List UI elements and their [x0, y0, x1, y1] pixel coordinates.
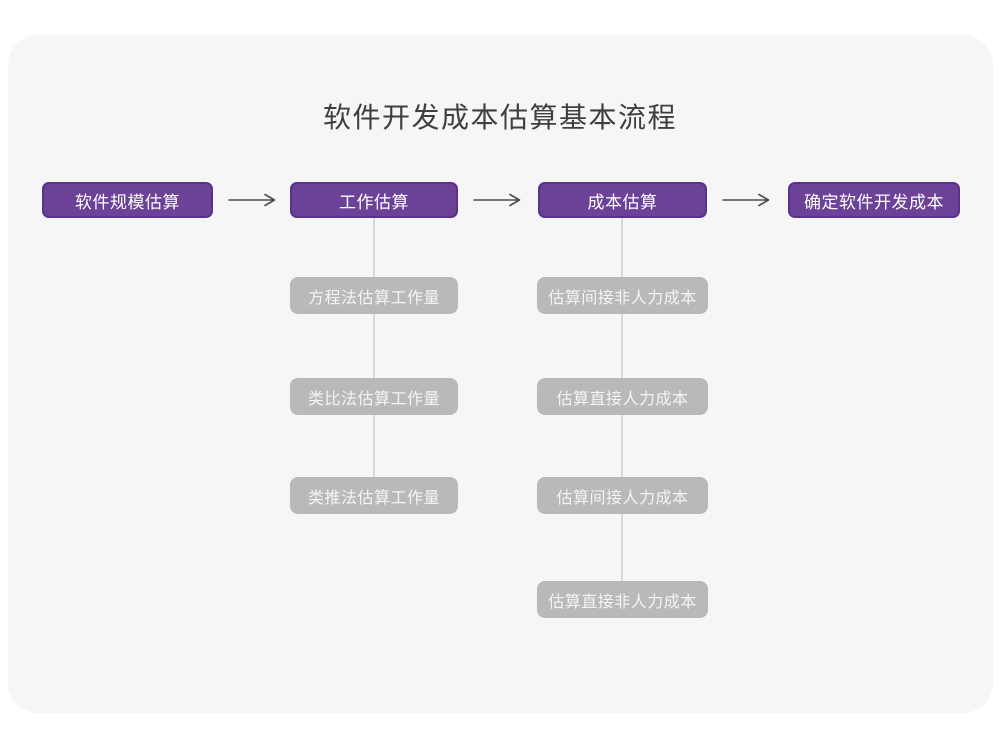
diagram-title: 软件开发成本估算基本流程 — [322, 102, 677, 133]
branch-node-indirect-nonlabor-cost: 估算间接非人力成本 — [537, 277, 708, 314]
branch-node-label: 类比法估算工作量 — [307, 390, 440, 408]
branch-node-extrapolation-method: 类推法估算工作量 — [290, 477, 458, 514]
connector-line-work-branch — [373, 218, 375, 482]
branch-node-analogy-method: 类比法估算工作量 — [290, 378, 458, 415]
branch-node-direct-nonlabor-cost: 估算直接非人力成本 — [537, 581, 708, 618]
flow-arrow-2 — [473, 193, 523, 207]
flow-node-label: 成本估算 — [587, 192, 658, 212]
flow-node-label: 确定软件开发成本 — [804, 192, 944, 212]
flow-arrow-3 — [722, 193, 772, 207]
branch-node-label: 估算间接人力成本 — [556, 489, 689, 507]
flow-node-cost-estimation: 成本估算 — [538, 182, 707, 218]
flow-node-label: 工作估算 — [339, 192, 409, 212]
flow-node-label: 软件规模估算 — [75, 192, 180, 212]
diagram-card-background — [8, 35, 993, 713]
flow-node-determine-development-cost: 确定软件开发成本 — [788, 182, 960, 218]
flow-arrow-1 — [228, 193, 278, 207]
branch-node-label: 方程法估算工作量 — [307, 289, 440, 307]
branch-node-indirect-labor-cost: 估算间接人力成本 — [537, 477, 708, 514]
flow-node-software-scale-estimation: 软件规模估算 — [42, 182, 213, 218]
branch-node-label: 估算间接非人力成本 — [548, 289, 697, 307]
branch-node-label: 估算直接人力成本 — [556, 390, 689, 408]
branch-node-direct-labor-cost: 估算直接人力成本 — [537, 378, 708, 415]
branch-node-equation-method: 方程法估算工作量 — [290, 277, 458, 314]
flow-node-work-estimation: 工作估算 — [290, 182, 458, 218]
branch-node-label: 估算直接非人力成本 — [548, 593, 697, 611]
branch-node-label: 类推法估算工作量 — [307, 489, 440, 507]
